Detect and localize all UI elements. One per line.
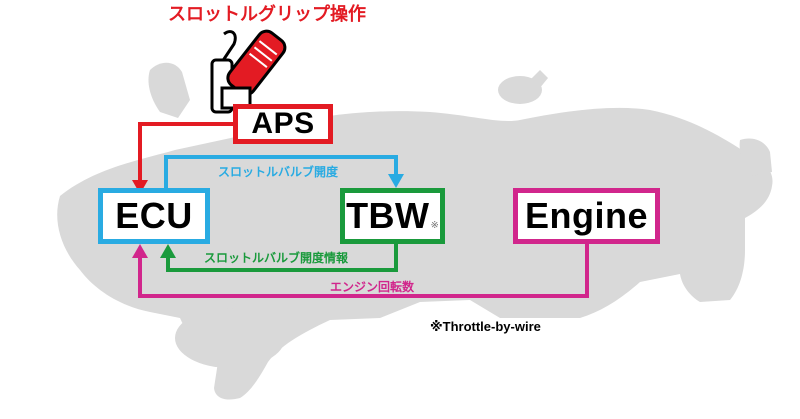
- throttle-grip-icon: [210, 29, 287, 114]
- aps-label: APS: [251, 107, 315, 140]
- tbw-footnote-mark: ※: [430, 220, 439, 231]
- tbw-label: TBW: [346, 195, 430, 236]
- aps-to-ecu-arrowhead: [132, 180, 148, 194]
- tbw-node: TBW ※: [340, 188, 445, 244]
- ecu-node: ECU: [98, 188, 210, 244]
- tbw-to-ecu-line: [166, 244, 398, 272]
- engine-node: Engine: [513, 188, 660, 244]
- footnote: ※Throttle-by-wire: [430, 319, 541, 334]
- engine-to-ecu-line: [138, 244, 589, 298]
- aps-to-ecu-line: [138, 122, 233, 182]
- engine-label: Engine: [524, 195, 648, 236]
- engine-to-ecu-arrowhead: [132, 244, 148, 258]
- tbw-to-ecu-arrowhead: [160, 244, 176, 258]
- ecu-to-tbw-arrowhead: [388, 174, 404, 188]
- aps-node: APS: [233, 104, 333, 144]
- motorcycle-silhouette: [57, 62, 773, 400]
- tbw-to-ecu-label: スロットルバルブ開度情報: [204, 251, 349, 265]
- diagram-title: スロットルグリップ操作: [168, 4, 366, 24]
- ecu-label: ECU: [115, 195, 193, 236]
- engine-to-ecu-label: エンジン回転数: [330, 280, 415, 294]
- ecu-to-tbw-label: スロットルバルブ開度: [218, 165, 339, 179]
- ecu-to-tbw-line: [164, 155, 398, 188]
